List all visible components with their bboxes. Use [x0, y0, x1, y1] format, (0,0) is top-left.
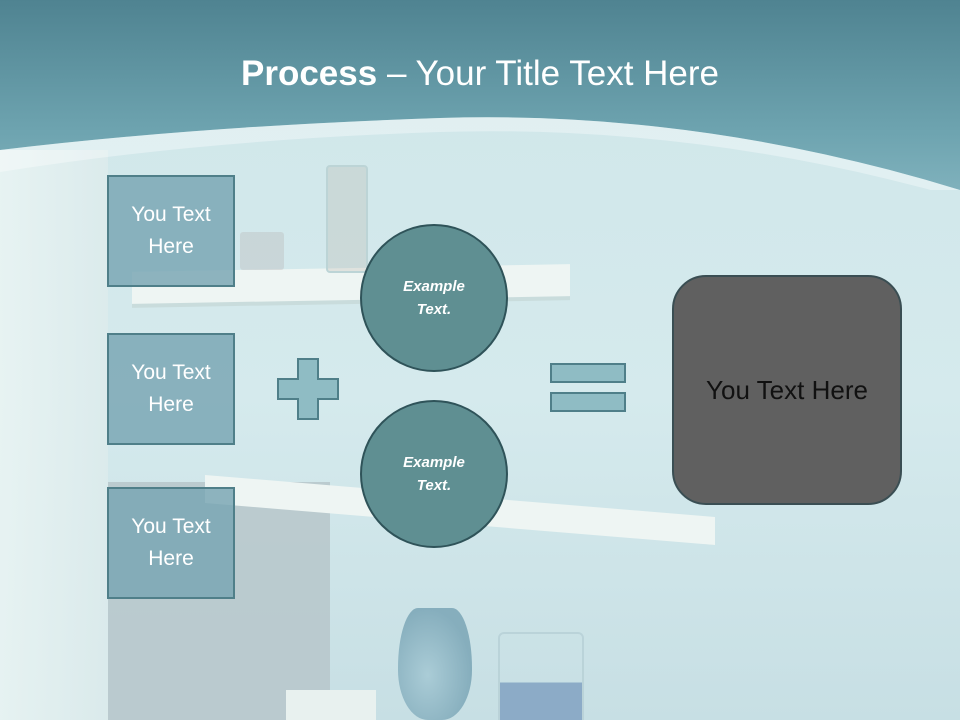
text-box-label: You Text Here: [131, 361, 211, 416]
slide-title[interactable]: Process – Your Title Text Here: [0, 52, 960, 96]
equals-icon-bottom-bar[interactable]: [550, 392, 626, 412]
text-box-3[interactable]: You Text Here: [107, 487, 235, 599]
background-glass: [498, 632, 584, 720]
background-jar: [326, 165, 368, 273]
result-box[interactable]: You Text Here: [672, 275, 902, 505]
background-vase: [398, 608, 472, 720]
circle-label: Example Text.: [403, 454, 465, 494]
text-box-label: You Text Here: [131, 515, 211, 570]
result-label: You Text Here: [706, 374, 868, 405]
text-box-label: You Text Here: [131, 203, 211, 258]
text-box-1[interactable]: You Text Here: [107, 175, 235, 287]
background-panel: [0, 150, 108, 720]
text-box-2[interactable]: You Text Here: [107, 333, 235, 445]
equals-icon-top-bar[interactable]: [550, 363, 626, 383]
example-circle-2[interactable]: Example Text.: [360, 400, 508, 548]
background-jar-small: [240, 232, 284, 270]
example-circle-1[interactable]: Example Text.: [360, 224, 508, 372]
background-block: [286, 690, 376, 720]
plus-icon[interactable]: [277, 358, 339, 420]
title-bold: Process: [241, 54, 378, 93]
title-rest: – Your Title Text Here: [377, 54, 719, 93]
circle-label: Example Text.: [403, 278, 465, 318]
